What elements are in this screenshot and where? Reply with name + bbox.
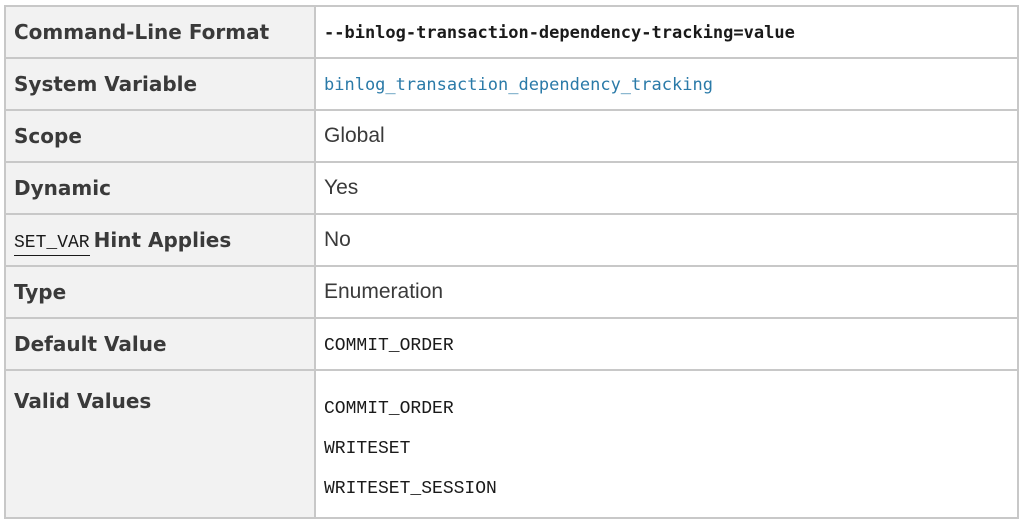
row-valid-values: Valid Values COMMIT_ORDER WRITESET WRITE… <box>6 371 1017 517</box>
valid-value-item: WRITESET_SESSION <box>324 479 497 499</box>
command-line-format-value: --binlog-transaction-dependency-tracking… <box>324 23 795 43</box>
default-value: COMMIT_ORDER <box>324 336 454 356</box>
valid-value-item: COMMIT_ORDER <box>324 399 454 419</box>
system-variable-link[interactable]: binlog_transaction_dependency_tracking <box>324 75 713 95</box>
row-system-variable: System Variable binlog_transaction_depen… <box>6 59 1017 111</box>
row-default-value: Default Value COMMIT_ORDER <box>6 319 1017 371</box>
valid-values-label: Valid Values <box>6 371 316 517</box>
dynamic-value: Yes <box>316 163 1017 215</box>
type-label: Type <box>6 267 316 319</box>
set-var-hint-value: No <box>316 215 1017 267</box>
row-dynamic: Dynamic Yes <box>6 163 1017 215</box>
valid-values-list: COMMIT_ORDER WRITESET WRITESET_SESSION <box>324 371 1009 509</box>
row-type: Type Enumeration <box>6 267 1017 319</box>
scope-value: Global <box>316 111 1017 163</box>
type-value: Enumeration <box>316 267 1017 319</box>
system-variable-label: System Variable <box>6 59 316 111</box>
dynamic-label: Dynamic <box>6 163 316 215</box>
row-command-line-format: Command-Line Format --binlog-transaction… <box>6 7 1017 59</box>
default-value-cell: COMMIT_ORDER <box>316 319 1017 371</box>
valid-values-cell: COMMIT_ORDER WRITESET WRITESET_SESSION <box>316 371 1017 517</box>
command-line-format-value-cell: --binlog-transaction-dependency-tracking… <box>316 7 1017 59</box>
variable-properties-table: Command-Line Format --binlog-transaction… <box>4 5 1019 519</box>
row-scope: Scope Global <box>6 111 1017 163</box>
valid-value-item: WRITESET <box>324 439 411 459</box>
set-var-hint-link[interactable]: SET_VAR <box>14 232 90 256</box>
default-value-label: Default Value <box>6 319 316 371</box>
command-line-format-label: Command-Line Format <box>6 7 316 59</box>
set-var-hint-label: Hint Applies <box>93 227 232 252</box>
scope-label: Scope <box>6 111 316 163</box>
system-variable-value-cell: binlog_transaction_dependency_tracking <box>316 59 1017 111</box>
